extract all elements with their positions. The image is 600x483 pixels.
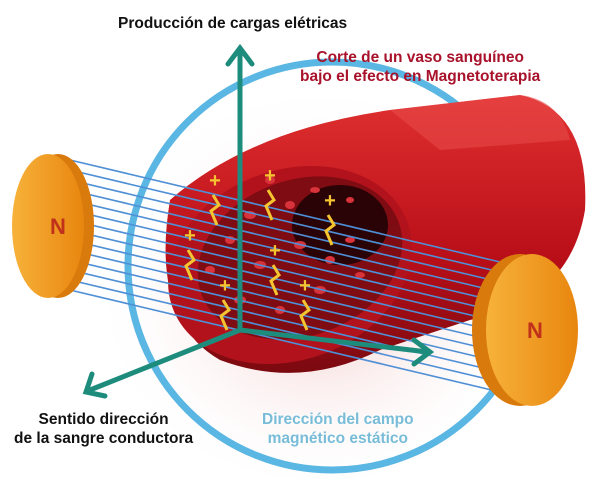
charge-axis-label: Producción de cargas elétricas — [118, 14, 347, 33]
plus-charge-icon: + — [209, 170, 221, 192]
right-magnet-pole: N — [527, 318, 543, 343]
field-line — [69, 179, 501, 283]
blood-label-line-2: de la sangre conductora — [14, 430, 194, 447]
left-magnet: N — [12, 154, 94, 298]
field-label-line-1: Dirección del campo — [262, 411, 414, 428]
lightning-bolt-icon — [299, 299, 311, 331]
magnetic-field-lines — [69, 159, 501, 393]
plus-charge-icon: + — [219, 275, 231, 297]
field-direction-arrow — [237, 327, 431, 355]
left-magnet-pole: N — [50, 214, 66, 239]
blood-direction-arrow — [87, 327, 243, 393]
plus-charge-icon: + — [299, 275, 311, 297]
lightning-bolt-icon — [209, 194, 221, 226]
electric-charges: + + + + + + + — [184, 165, 336, 331]
field-line — [69, 169, 501, 273]
field-line — [69, 249, 501, 353]
charge-axis-text: Producción de cargas elétricas — [118, 15, 348, 32]
blood-label-line-1: Sentido dirección — [38, 411, 169, 428]
blood-direction-label: Sentido dirección de la sangre conductor… — [14, 410, 193, 448]
lightning-bolt-icon — [324, 214, 336, 246]
lightning-bolt-icon — [219, 299, 231, 331]
lightning-bolt-icon — [269, 264, 281, 296]
field-line — [69, 189, 501, 293]
diagram-title: Corte de un vaso sanguíneo bajo el efect… — [300, 48, 540, 86]
plus-charge-icon: + — [184, 225, 196, 247]
field-line — [69, 229, 501, 333]
right-magnet: N — [472, 254, 578, 406]
vessel-lumen — [292, 185, 388, 265]
field-line — [69, 209, 501, 313]
title-line-2: bajo el efecto en Magnetoterapia — [300, 68, 541, 85]
field-line — [69, 199, 501, 303]
lightning-bolt-icon — [264, 189, 276, 221]
field-line — [69, 239, 501, 343]
field-line — [69, 259, 501, 363]
field-line — [69, 289, 501, 393]
field-label-line-2: magnético estático — [267, 430, 408, 447]
blood-cells — [205, 176, 365, 314]
field-line — [69, 159, 501, 263]
plus-charge-icon: + — [324, 190, 336, 212]
axes — [82, 43, 435, 399]
plus-charge-icon: + — [269, 240, 281, 262]
field-direction-label: Dirección del campo magnético estático — [262, 410, 414, 448]
lightning-bolt-icon — [184, 249, 196, 281]
field-line — [69, 219, 501, 323]
field-line — [69, 279, 501, 383]
plus-charge-icon: + — [264, 165, 276, 187]
title-line-1: Corte de un vaso sanguíneo — [316, 49, 524, 66]
